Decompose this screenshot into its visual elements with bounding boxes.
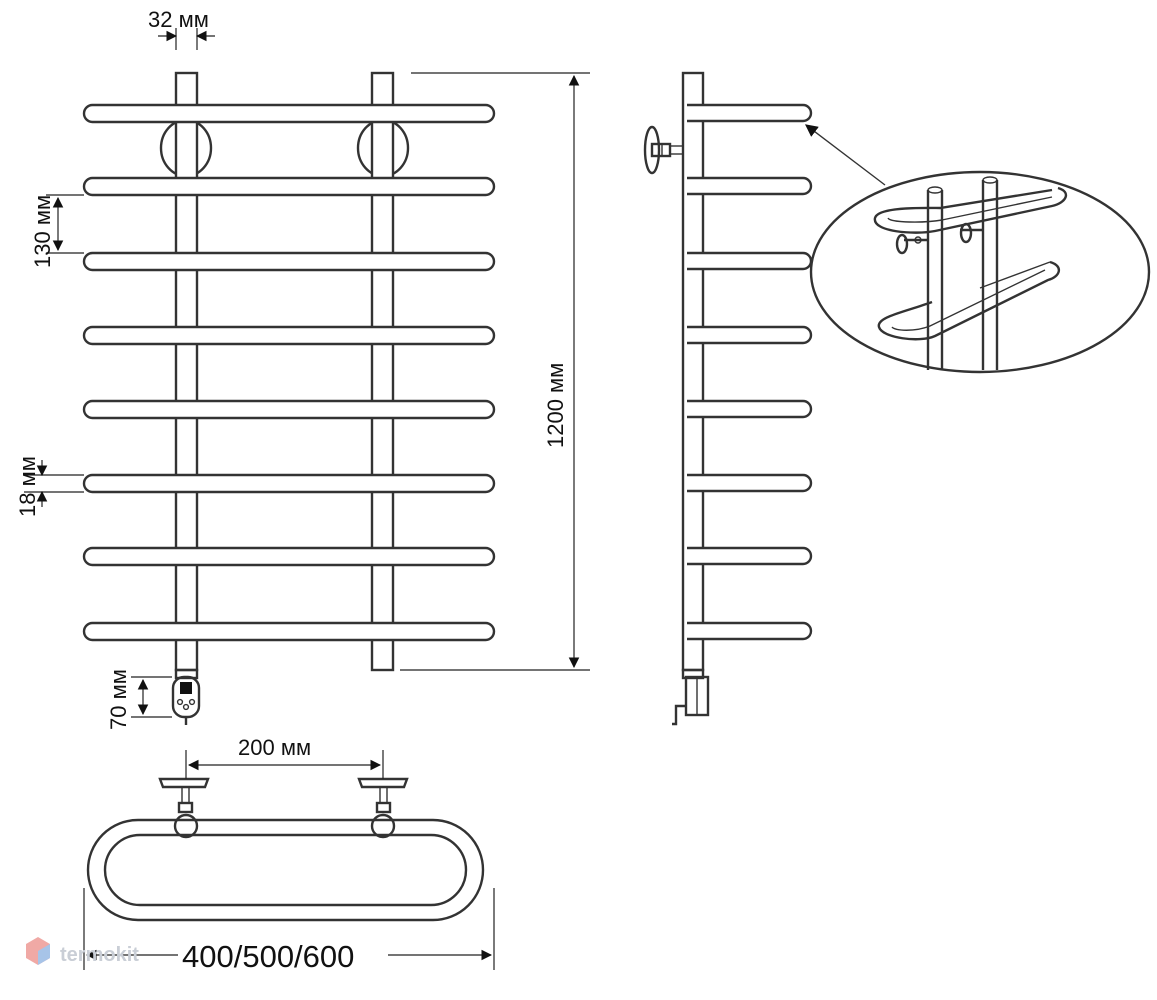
dim-mount-distance: 200 мм [185, 735, 384, 779]
side-view [643, 71, 813, 726]
top-mount-left [158, 777, 210, 839]
horizontal-bar-6 [82, 473, 496, 494]
top-view: 200 мм 400/500/600 [83, 735, 495, 974]
side-bar-7 [687, 546, 813, 566]
horizontal-bar-7 [82, 546, 496, 567]
label-heater-height: 70 мм [106, 669, 131, 730]
dim-widths: 400/500/600 [83, 888, 495, 974]
dim-total-height: 1200 мм [400, 72, 590, 671]
dim-bar-thickness: 18 мм [15, 456, 84, 517]
label-bar-thickness: 18 мм [15, 456, 40, 517]
heater-display [180, 682, 192, 694]
dim-pipe-diameter: 32 мм [148, 7, 215, 50]
side-bar-6 [687, 473, 813, 493]
top-mount-right [357, 777, 409, 839]
vertical-pipe-right [370, 71, 395, 672]
top-loop-inner [103, 833, 468, 907]
side-bar-5 [687, 399, 813, 419]
side-bar-8 [687, 621, 813, 641]
side-heater [672, 668, 710, 726]
dim-heater-height: 70 мм [106, 669, 172, 730]
dim-bar-spacing: 130 мм [30, 194, 84, 268]
side-bars [687, 103, 813, 641]
label-bar-spacing: 130 мм [30, 195, 55, 268]
label-pipe-diameter: 32 мм [148, 7, 209, 32]
detail-callout [804, 124, 1151, 374]
detail-ellipse [809, 170, 1151, 374]
label-mount-distance: 200 мм [238, 735, 311, 760]
horizontal-bar-3 [82, 251, 496, 272]
label-widths: 400/500/600 [182, 939, 354, 974]
heater-element [171, 668, 201, 725]
watermark-text: termokit [60, 944, 139, 966]
horizontal-bar-5 [82, 399, 496, 420]
termokit-watermark: termokit [26, 937, 139, 966]
horizontal-bar-1 [82, 103, 496, 124]
horizontal-bar-4 [82, 325, 496, 346]
side-bar-2 [687, 176, 813, 196]
front-view: 32 мм 130 мм 18 мм 70 мм [15, 7, 590, 730]
detail-illustration [873, 176, 1068, 370]
horizontal-bar-8 [82, 621, 496, 642]
horizontal-bars [82, 103, 496, 642]
wall-bracket [643, 125, 684, 175]
side-bar-1 [687, 103, 813, 123]
horizontal-bar-2 [82, 176, 496, 197]
side-bar-3 [687, 251, 813, 271]
side-bar-4 [687, 325, 813, 345]
vertical-pipe-left [174, 71, 199, 672]
side-vertical-pipe [681, 71, 705, 672]
top-loop-outer [86, 818, 485, 922]
label-total-height: 1200 мм [543, 363, 568, 448]
